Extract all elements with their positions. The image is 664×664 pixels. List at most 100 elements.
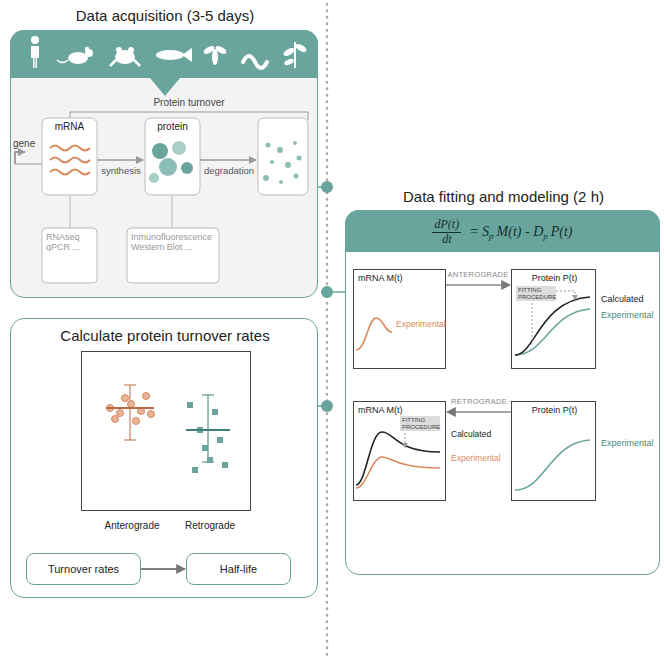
organism-icons-part (212, 49, 218, 65)
turnover-scheme (15, 112, 308, 283)
scatter-part-part (148, 411, 155, 418)
panel-fill-part (10, 30, 318, 78)
organism-icons-part (116, 47, 122, 53)
label: gene (13, 138, 35, 150)
equation-part: p (543, 231, 548, 241)
divider-part (321, 286, 333, 298)
node-text: FITTING PROCEDURE (400, 416, 440, 431)
equation-part: P(t) (551, 224, 573, 240)
organism-icons-part (283, 58, 294, 67)
turnover-scheme-part-part (263, 175, 269, 181)
curves-part (405, 433, 406, 448)
turnover-scheme-part-part (266, 143, 271, 148)
node-text: Half-life (220, 563, 257, 576)
organism-icons-part (294, 42, 307, 53)
panel-fill-part (150, 78, 180, 96)
organism-icons-part (57, 60, 68, 63)
plot-box: Protein P(t)Experimental (511, 401, 596, 501)
organism-icons-part (128, 47, 134, 53)
node-text: Protein P(t) (512, 405, 597, 415)
turnover-scheme-part (152, 143, 168, 159)
plot-box: mRNA M(t)FITTING PROCEDURECalculatedExpe… (353, 401, 446, 501)
divider-part (326, 4, 329, 660)
node-text: Retrograde (168, 520, 252, 532)
turnover-scheme-part-part (50, 170, 90, 175)
scatter-part (186, 429, 230, 431)
node-text: Experimental (396, 320, 446, 330)
panel-fill (10, 30, 660, 298)
panel-fill-part (10, 78, 318, 298)
scatter-part-part (133, 418, 140, 425)
curves-part (356, 432, 440, 485)
turnover-scheme-part-part (277, 147, 283, 153)
label: degradation (200, 166, 258, 177)
scatter-part (107, 393, 155, 425)
scatter-part-part (117, 410, 124, 417)
organism-icons-part (282, 46, 295, 57)
organism-icons (31, 36, 308, 68)
turnover-scheme-part (97, 159, 143, 160)
equation-part: = S (469, 224, 489, 240)
curves (356, 291, 590, 490)
panel: Data acquisition (3-5 days) (10, 30, 318, 298)
node-text: Experimental (601, 310, 654, 320)
curves-part (532, 303, 533, 345)
label: protein (145, 121, 200, 133)
turnover-scheme-part (15, 152, 25, 164)
node-text: Calculated (451, 430, 491, 440)
label: Protein turnover (70, 97, 308, 109)
scatter-part-part (112, 416, 119, 423)
turnover-scheme-part-part (285, 162, 291, 168)
turnover-scheme-part (15, 164, 42, 165)
scatter-part (130, 385, 131, 440)
scatter-part-part (212, 409, 218, 415)
organism-icons-part (85, 47, 89, 51)
divider (318, 4, 345, 660)
curves-part (515, 440, 590, 490)
scatter-part-part (207, 457, 213, 463)
scatter-part-part (222, 462, 228, 468)
node-text: mRNA M(t) (358, 273, 403, 283)
label: RNAseq qPCR ... (46, 232, 94, 253)
turnover-scheme-part-part (50, 158, 90, 163)
equation-part: dt (432, 232, 461, 246)
turnover-scheme-part-part (294, 174, 299, 179)
turnover-scheme-part (172, 141, 186, 155)
scatter-part (106, 407, 154, 409)
process-box: Half-life (186, 553, 291, 585)
panel-fill-part (345, 210, 660, 252)
turnover-scheme-part-part (297, 156, 302, 161)
scatter-part (187, 402, 228, 473)
organism-icons-part (110, 60, 140, 66)
turnover-scheme-part (50, 146, 90, 175)
turnover-scheme-part (159, 158, 177, 176)
turnover-scheme-part (42, 118, 97, 195)
divider-part (321, 400, 333, 412)
equation-part: M(t) - D (497, 224, 544, 240)
organism-icons-part (31, 46, 39, 68)
node-text: Experimental (601, 438, 654, 448)
connector (447, 411, 511, 412)
node-text: Turnover rates (48, 563, 119, 576)
node-text: Data acquisition (3-5 days) (11, 7, 319, 24)
node-text: Data fitting and modeling (2 h) (346, 188, 661, 205)
label: synthesis (97, 166, 145, 177)
scatter-part (124, 440, 136, 441)
panel: Data fitting and modeling (2 h)mRNA M(t)… (345, 210, 660, 575)
edge-label: RETROGRADE (450, 398, 508, 407)
equation-part: p (489, 231, 494, 241)
scatter (106, 385, 230, 473)
scatter-part-part (202, 445, 208, 451)
turnover-scheme-part (149, 173, 159, 183)
node-text: mRNA M(t) (358, 405, 403, 415)
process-box: Turnover rates (26, 553, 141, 585)
organism-icons-part (31, 36, 39, 44)
label: Inmunofluorescence Western Blot ... (131, 232, 217, 253)
turnover-scheme-part (200, 159, 256, 160)
label: mRNA (42, 121, 97, 133)
scatter-part-part (187, 402, 193, 408)
divider-part (321, 181, 333, 193)
scatter-part-part (128, 401, 135, 408)
node-text: Calculate protein turnover rates (11, 327, 319, 344)
